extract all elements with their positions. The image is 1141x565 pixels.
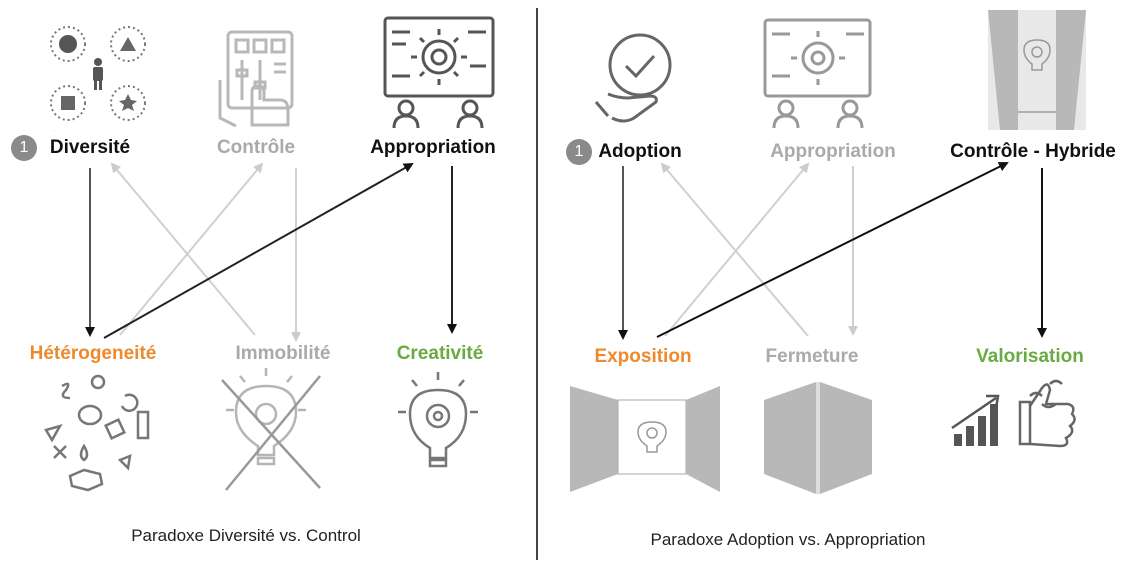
open-doors-icon [570, 386, 720, 492]
gear-presentation-icon [763, 18, 872, 129]
label-diversite: Diversité [49, 137, 131, 158]
step-number-badge: 1 [566, 139, 592, 165]
hand-check-icon [594, 33, 672, 123]
label-heterogeneite: Hétérogeneité [29, 343, 157, 364]
label-immobilite: Immobilité [235, 343, 331, 364]
label-valorisation: Valorisation [976, 346, 1084, 367]
label-adoption: Adoption [598, 141, 682, 162]
left-arrows [85, 162, 457, 342]
label-controle: Contrôle [216, 137, 296, 158]
label-appropriation-right: Appropriation [770, 141, 896, 162]
diversity-shapes-icon [50, 26, 146, 121]
closed-doors-icon [764, 382, 872, 494]
step-number-badge: 1 [11, 135, 37, 161]
label-exposition: Exposition [594, 346, 692, 367]
gear-presentation-icon [383, 16, 495, 129]
right-caption: Paradoxe Adoption vs. Appropriation [650, 530, 926, 549]
closing-door-icon [988, 10, 1086, 130]
label-appropriation: Appropriation [370, 137, 496, 158]
shapes-scatter-icon [44, 374, 150, 492]
crossed-lightbulb-icon [221, 368, 321, 491]
right-arrows [618, 162, 1047, 340]
label-fermeture: Fermeture [765, 346, 859, 367]
control-panel-icon [218, 30, 294, 128]
label-controle-hybride: Contrôle - Hybride [950, 141, 1116, 162]
left-caption: Paradoxe Diversité vs. Control [131, 526, 361, 545]
icon-credit: ····· [52, 128, 59, 133]
growth-thumbs-up-icon [951, 379, 1076, 448]
lightbulb-gear-icon [398, 372, 478, 468]
label-creativite: Creativité [396, 343, 484, 364]
